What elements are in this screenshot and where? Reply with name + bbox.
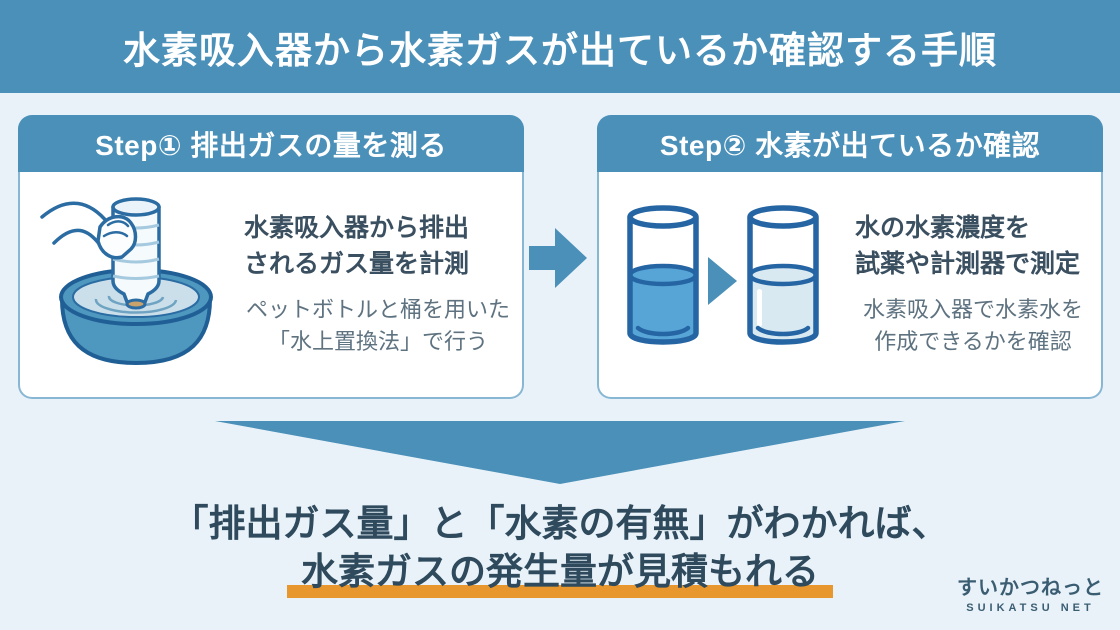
page-title: 水素吸入器から水素ガスが出ているか確認する手順 — [123, 29, 997, 71]
pet-bottle-basin-illustration-icon — [40, 196, 213, 365]
step-2-bold-line-2: 試薬や計測器で測定 — [855, 249, 1081, 278]
conclusion-line-2: 水素ガスの発生量が見積もれる — [287, 549, 833, 599]
step-2-bold-line-1: 水の水素濃度を — [855, 214, 1031, 243]
step-1-card-header: Step① 排出ガスの量を測る — [18, 115, 524, 172]
down-arrow-icon — [215, 421, 905, 484]
conclusion-line-2-wrap: 水素ガスの発生量が見積もれる — [0, 549, 1120, 599]
site-logo: すいかつねっと SUIKATSU NET — [957, 577, 1104, 614]
step-2-card: Step② 水素が出ているか確認 水の水素濃度を 試薬や計測器で測定 — [597, 115, 1103, 399]
step-2-sub-line-2: 作成できるかを確認 — [874, 329, 1072, 354]
step-2-card-header: Step② 水素が出ているか確認 — [597, 115, 1103, 172]
step-1-bold-line-1: 水素吸入器から排出 — [244, 214, 470, 243]
step-1-title: Step① 排出ガスの量を測る — [95, 129, 447, 161]
step-2-title: Step② 水素が出ているか確認 — [659, 129, 1041, 161]
step-2-sub-line-1: 水素吸入器で水素水を — [862, 297, 1083, 323]
conclusion-block: 「排出ガス量」と「水素の有無」がわかれば、 水素ガスの発生量が見積もれる — [0, 501, 1120, 599]
step-1-sub-line-1: ペットボトルと桶を用いた — [245, 297, 510, 323]
step-1-sub-text: ペットボトルと桶を用いた 「水上置換法」で行う — [244, 294, 512, 358]
right-arrow-icon — [529, 228, 587, 288]
step-1-sub-line-2: 「水上置換法」で行う — [267, 329, 488, 354]
step-2-sub-text: 水素吸入器で水素水を 作成できるかを確認 — [855, 294, 1091, 358]
step-2-card-body: 水の水素濃度を 試薬や計測器で測定 水素吸入器で水素水を 作成できるかを確認 — [597, 172, 1103, 399]
logo-english-text: SUIKATSU NET — [966, 602, 1095, 614]
step-1-card: Step① 排出ガスの量を測る — [18, 115, 524, 399]
step-2-text: 水の水素濃度を 試薬や計測器で測定 水素吸入器で水素水を 作成できるかを確認 — [855, 211, 1091, 358]
conclusion-line-1: 「排出ガス量」と「水素の有無」がわかれば、 — [171, 503, 949, 544]
glass-arrow-icon — [708, 256, 737, 305]
step-1-bold-line-2: されるガス量を計測 — [244, 249, 470, 278]
logo-japanese-text: すいかつねっと — [957, 577, 1104, 599]
step-1-text: 水素吸入器から排出 されるガス量を計測 ペットボトルと桶を用いた 「水上置換法」… — [244, 211, 512, 358]
step-1-card-body: 水素吸入器から排出 されるガス量を計測 ペットボトルと桶を用いた 「水上置換法」… — [18, 172, 524, 399]
two-glasses-illustration-icon — [627, 204, 819, 345]
title-bar: 水素吸入器から水素ガスが出ているか確認する手順 — [0, 0, 1120, 93]
